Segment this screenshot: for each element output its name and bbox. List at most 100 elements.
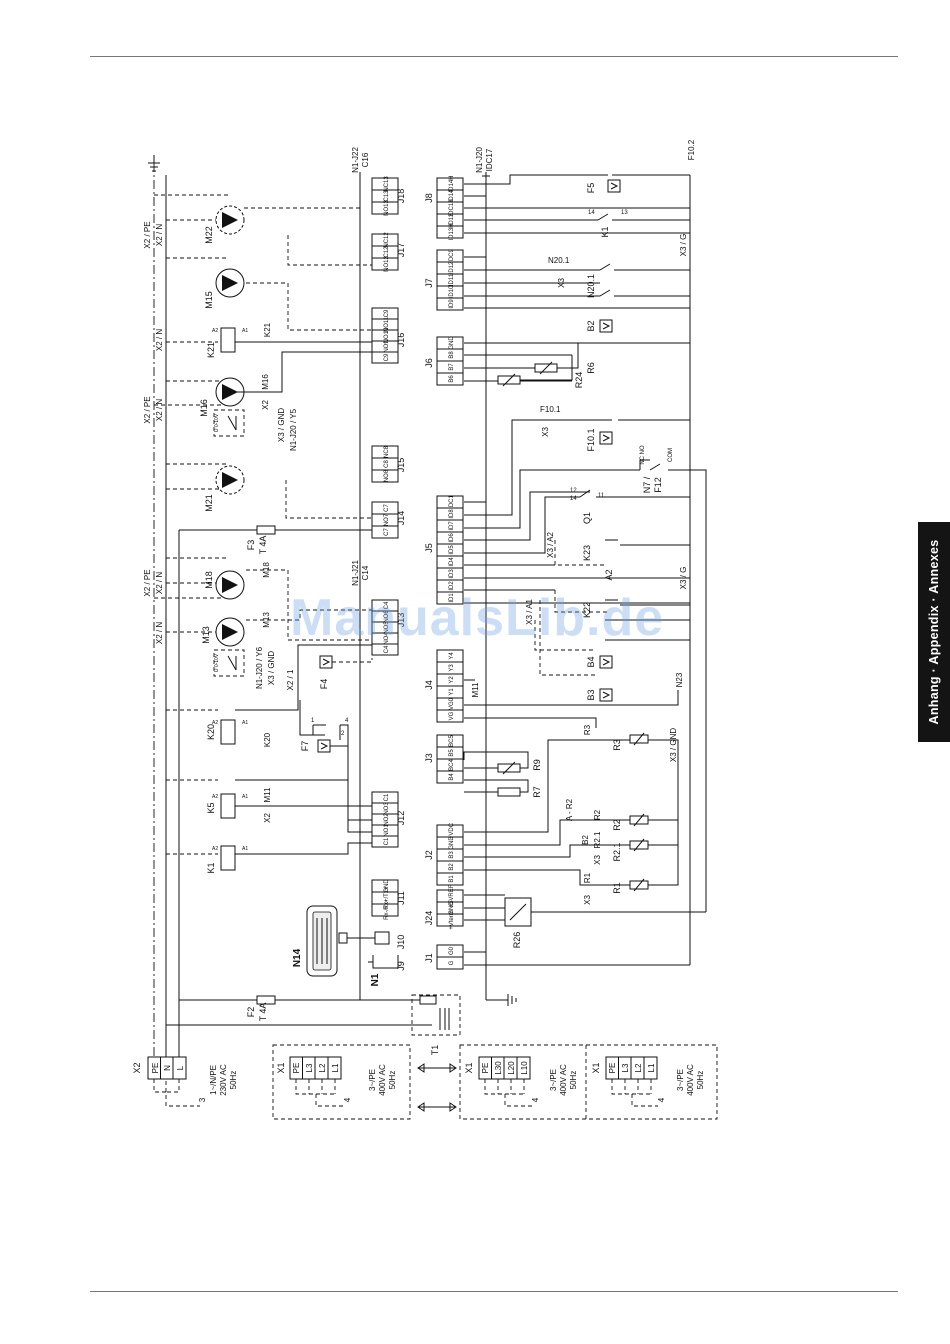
svg-text:R26: R26	[512, 932, 522, 949]
j24-label: J24	[424, 911, 434, 926]
transformer-label: T1	[430, 1045, 440, 1056]
svg-text:K23: K23	[582, 545, 592, 561]
j18-pin: NO13	[384, 200, 390, 216]
svg-text:400V AC: 400V AC	[559, 1064, 568, 1096]
svg-text:X3 / GND: X3 / GND	[669, 728, 678, 762]
svg-text:N7 /: N7 /	[642, 476, 652, 493]
j5-pin: ID1	[449, 593, 455, 603]
svg-text:X1: X1	[464, 1062, 474, 1073]
j7-pin: ID12	[449, 261, 455, 274]
svg-text:M13: M13	[262, 612, 271, 628]
f7-switch: F7 1 2 4	[300, 718, 349, 753]
svg-text:X3 / A1: X3 / A1	[525, 599, 534, 625]
svg-text:N1-J20 / Y6: N1-J20 / Y6	[255, 646, 264, 689]
svg-text:13: 13	[621, 210, 628, 216]
svg-text:L20: L20	[507, 1061, 516, 1075]
j12-pin: C1	[384, 793, 390, 801]
svg-text:X3 / GND: X3 / GND	[277, 408, 286, 442]
svg-text:X1: X1	[591, 1062, 601, 1073]
c16-label: C16	[361, 152, 370, 167]
j15-pin: NO8	[384, 469, 390, 482]
j8-pin: IDC13	[449, 199, 455, 217]
svg-text:4: 4	[343, 1097, 352, 1102]
svg-text:L1: L1	[331, 1063, 340, 1072]
j3-label: J3	[424, 753, 434, 763]
f2-fuse	[256, 995, 276, 1005]
appendix-side-tab[interactable]: Anhang · Appendix · Annexes	[918, 522, 950, 742]
j14-pin: NO7	[384, 513, 390, 526]
j8-pin: ID13H	[449, 223, 455, 240]
svg-text:X2 / PE: X2 / PE	[143, 569, 152, 596]
svg-text:R1: R1	[583, 872, 592, 883]
j16-pin: NO11	[384, 316, 390, 332]
svg-text:X2 / 1: X2 / 1	[286, 669, 295, 690]
j5-pin: ID7	[449, 521, 455, 531]
main-buses	[148, 155, 691, 1057]
n1-j21-label: N1-J21	[351, 560, 360, 586]
f10-2-label: F10.2	[687, 139, 696, 160]
svg-text:14: 14	[570, 496, 577, 502]
svg-text:X3 / G: X3 / G	[679, 567, 688, 590]
j2-pin: B1	[449, 875, 455, 883]
m18-label: M18	[204, 571, 214, 589]
svg-text:NC NO: NC NO	[640, 445, 646, 465]
svg-text:400V AC: 400V AC	[686, 1064, 695, 1096]
f3-label: F3	[246, 540, 256, 551]
svg-text:11: 11	[598, 493, 605, 499]
j1-pin: G	[449, 960, 455, 965]
j16-pin: C9	[384, 309, 390, 317]
j5-pin: ID8	[449, 509, 455, 519]
n1-j20-top-label: N1-J20	[475, 147, 484, 173]
supply-230v-spec-3: 50Hz	[229, 1071, 238, 1090]
j4-pin: Y2	[449, 676, 455, 684]
x2-pin-l: L	[176, 1065, 185, 1070]
j9-label: J9	[396, 961, 406, 971]
j24-pin: +5VREF	[449, 884, 455, 907]
n14-display[interactable]: N14	[292, 905, 390, 977]
j6-pin: B6	[449, 375, 455, 383]
j5-label: J5	[424, 543, 434, 553]
j11-pin: GND	[384, 879, 390, 893]
side-tab-label: Anhang · Appendix · Annexes	[927, 539, 941, 725]
j24-pin: +Vterm	[449, 910, 455, 930]
svg-text:A2: A2	[212, 794, 218, 800]
svg-text:50Hz: 50Hz	[696, 1071, 705, 1090]
m18-pump-symbol	[215, 570, 245, 600]
svg-text:N20.1: N20.1	[586, 274, 596, 298]
j14-label: J14	[396, 511, 406, 526]
f2-label: F2	[246, 1007, 256, 1018]
svg-text:N23: N23	[675, 672, 684, 687]
j8-label: J8	[424, 193, 434, 203]
svg-text:4: 4	[345, 718, 349, 724]
j5-pin: ID2	[449, 581, 455, 591]
j2-pin: +VDC	[449, 822, 455, 839]
svg-text:4: 4	[657, 1097, 666, 1102]
ground-symbol-top	[148, 155, 160, 172]
j18-pin: NC13	[384, 176, 390, 192]
j2-pin: B3	[449, 851, 455, 859]
j16-label: J16	[396, 333, 406, 348]
f3-rating: T 4A	[258, 536, 268, 555]
svg-text:A1: A1	[242, 846, 248, 852]
svg-text:L2: L2	[318, 1063, 327, 1072]
j15-pin: C8	[384, 460, 390, 468]
page-header-rule	[90, 56, 898, 57]
svg-text:L3: L3	[305, 1063, 314, 1072]
svg-text:R2: R2	[612, 819, 622, 831]
j15-pin: NC8	[384, 445, 390, 458]
svg-text:4: 4	[531, 1097, 540, 1102]
svg-text:F5: F5	[586, 183, 596, 194]
svg-text:400V AC: 400V AC	[378, 1064, 387, 1096]
x2-pin-pe: PE	[151, 1063, 160, 1074]
k5-label: K5	[206, 802, 216, 813]
svg-text:X2 / N: X2 / N	[155, 572, 164, 594]
svg-text:12: 12	[570, 488, 577, 494]
